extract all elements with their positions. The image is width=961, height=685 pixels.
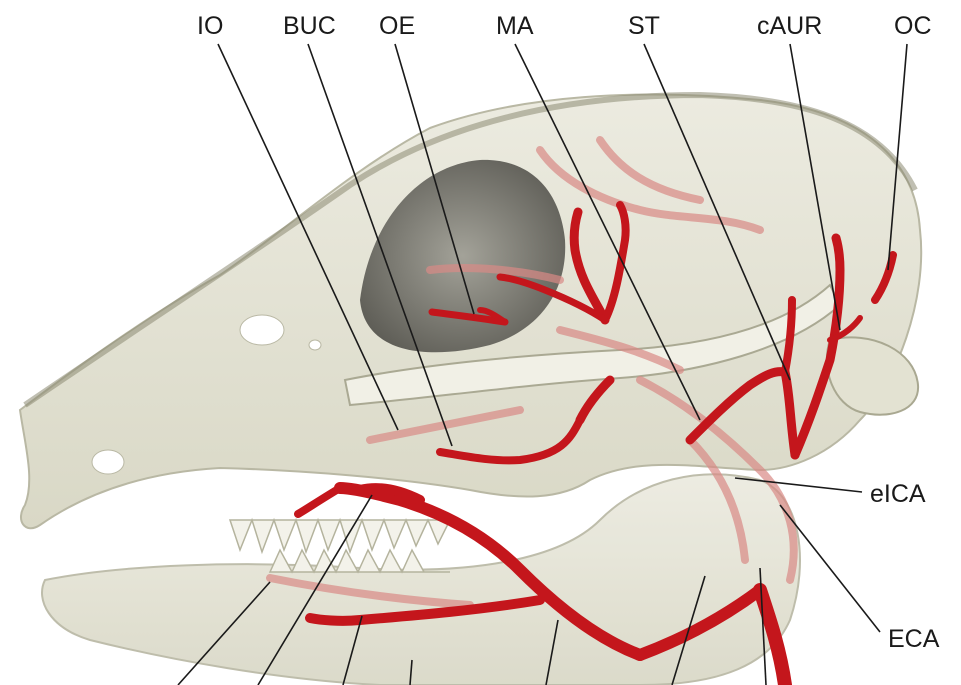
label-st: ST [628, 14, 660, 39]
maxillary-hole [92, 450, 124, 474]
label-ma: MA [496, 14, 534, 39]
label-eca: ECA [888, 627, 939, 652]
nasal-foramen-small [309, 340, 321, 350]
label-oc: OC [894, 14, 932, 39]
label-oe: OE [379, 14, 415, 39]
label-io: IO [197, 14, 223, 39]
label-eica: eICA [870, 482, 926, 507]
nasal-foramen [240, 315, 284, 345]
label-buc: BUC [283, 14, 336, 39]
label-caur: cAUR [757, 14, 822, 39]
